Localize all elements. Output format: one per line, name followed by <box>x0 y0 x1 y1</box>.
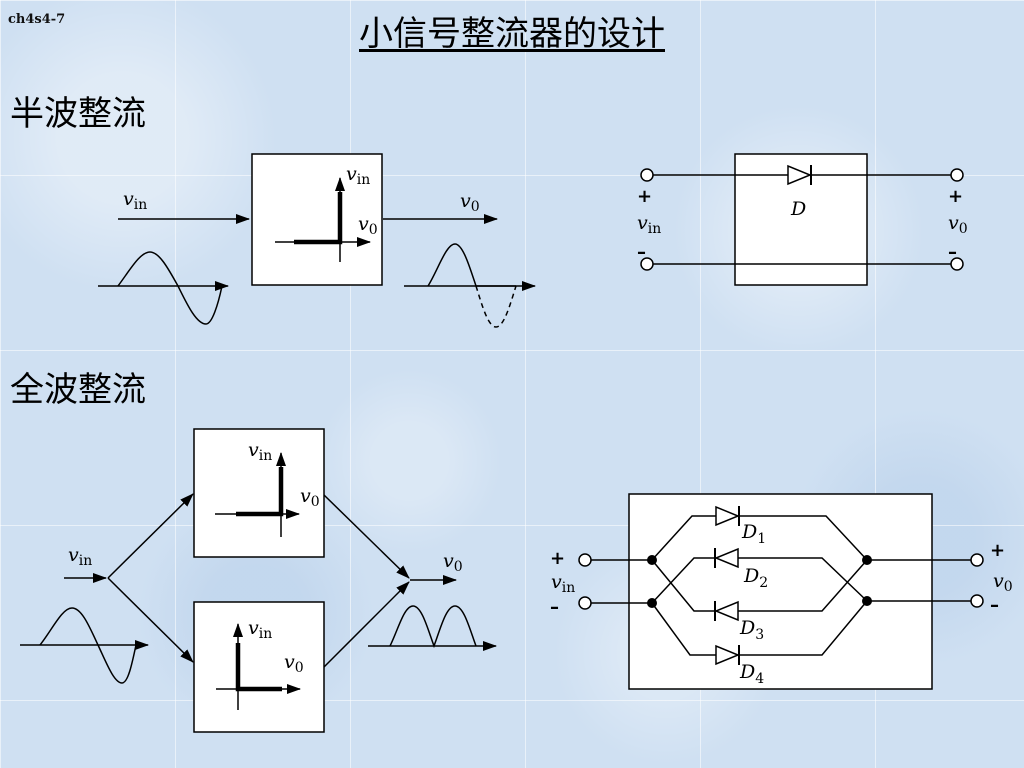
half-output-terminal-bottom <box>950 257 964 271</box>
half-block-vin-label: vin <box>346 163 370 188</box>
bridge-output-minus: – <box>990 595 999 616</box>
half-circuit-vin: vin <box>637 212 661 237</box>
bridge-input-minus: – <box>550 597 559 618</box>
full-bottom-v0-label: v0 <box>284 651 304 676</box>
full-output-wave <box>389 605 477 649</box>
half-input-minus: – <box>637 242 646 263</box>
half-input-plus: + <box>637 186 652 207</box>
branch-D3-wire <box>651 559 868 612</box>
diode-D1-label: D1 <box>741 521 766 547</box>
half-input-terminal-top <box>640 168 654 182</box>
full-top-block <box>193 428 325 558</box>
half-output-label: v0 <box>460 190 480 215</box>
full-top-transfer-curve <box>236 467 284 517</box>
branch-D1-wire <box>651 515 868 561</box>
half-output-wave <box>427 243 516 287</box>
half-input-sine <box>117 251 223 325</box>
page-title-text: 小信号整流器的设计 <box>359 14 665 54</box>
bridge-box <box>628 493 933 690</box>
page-title: 小信号整流器的设计 <box>0 6 1024 55</box>
bridge-output-plus: + <box>990 540 1005 561</box>
slide-code: ch4s4-7 <box>8 12 66 27</box>
branch-D4-wire <box>651 600 868 656</box>
diode-D3-label: D3 <box>739 617 764 643</box>
junction-left-bottom <box>647 598 657 608</box>
diode-D-label: D <box>790 198 806 220</box>
bridge-output-terminal-bottom <box>970 594 984 608</box>
junction-right-top <box>862 555 872 565</box>
diode-D4-triangle <box>715 644 740 666</box>
full-bottom-transfer-curve <box>235 643 282 692</box>
half-wave-block-diagram: vin vin v0 v0 <box>98 153 536 328</box>
half-input-label: vin <box>123 188 147 213</box>
half-output-dashed-negative <box>475 285 517 328</box>
bridge-v0-label: v0 <box>993 570 1013 595</box>
half-wave-circuit: D + vin – + v0 – <box>637 153 968 286</box>
half-output-minus: – <box>948 242 957 263</box>
half-output-plus: + <box>948 186 963 207</box>
full-input-label: vin <box>68 544 92 569</box>
branch-D2-wire <box>651 557 868 604</box>
junction-right-bottom <box>862 596 872 606</box>
diode-D3-triangle <box>714 600 739 622</box>
full-output-label: v0 <box>443 550 463 575</box>
full-wave-bridge-circuit: D1 D2 D3 D4 + vin – + v0 – <box>550 493 1013 690</box>
section-full-wave: 全波整流 <box>10 370 146 410</box>
full-split-arrow-bottom <box>107 577 194 663</box>
full-split-arrow-top <box>107 493 194 579</box>
section-half-wave: 半波整流 <box>10 94 146 134</box>
diode-D-triangle <box>787 164 812 186</box>
bridge-input-terminal-bottom <box>578 596 592 610</box>
junction-left-top <box>647 555 657 565</box>
full-top-vin-label: vin <box>248 439 272 464</box>
full-input-sine <box>39 607 137 684</box>
full-bottom-vin-label: vin <box>248 617 272 642</box>
diode-D2-triangle <box>714 547 739 569</box>
bridge-input-terminal-top <box>578 553 592 567</box>
diode-D4-label: D4 <box>739 661 764 687</box>
half-block-v0-label: v0 <box>358 213 378 238</box>
bridge-vin-label: vin <box>551 571 575 596</box>
bridge-output-terminal-top <box>970 553 984 567</box>
bridge-input-plus: + <box>550 548 565 569</box>
full-wave-block-diagram: vin vin v0 vin v0 v0 <box>20 428 497 733</box>
diode-D1-triangle <box>715 505 740 527</box>
half-output-terminal-top <box>950 168 964 182</box>
full-top-v0-label: v0 <box>300 485 320 510</box>
full-merge-arrow-bottom <box>323 581 410 668</box>
full-merge-arrow-top <box>323 494 410 579</box>
diode-D2-label: D2 <box>743 565 768 591</box>
full-bottom-block <box>193 601 325 733</box>
half-circuit-v0: v0 <box>948 212 968 237</box>
half-input-terminal-bottom <box>640 257 654 271</box>
half-transfer-block <box>251 153 383 286</box>
half-transfer-curve <box>294 192 343 245</box>
